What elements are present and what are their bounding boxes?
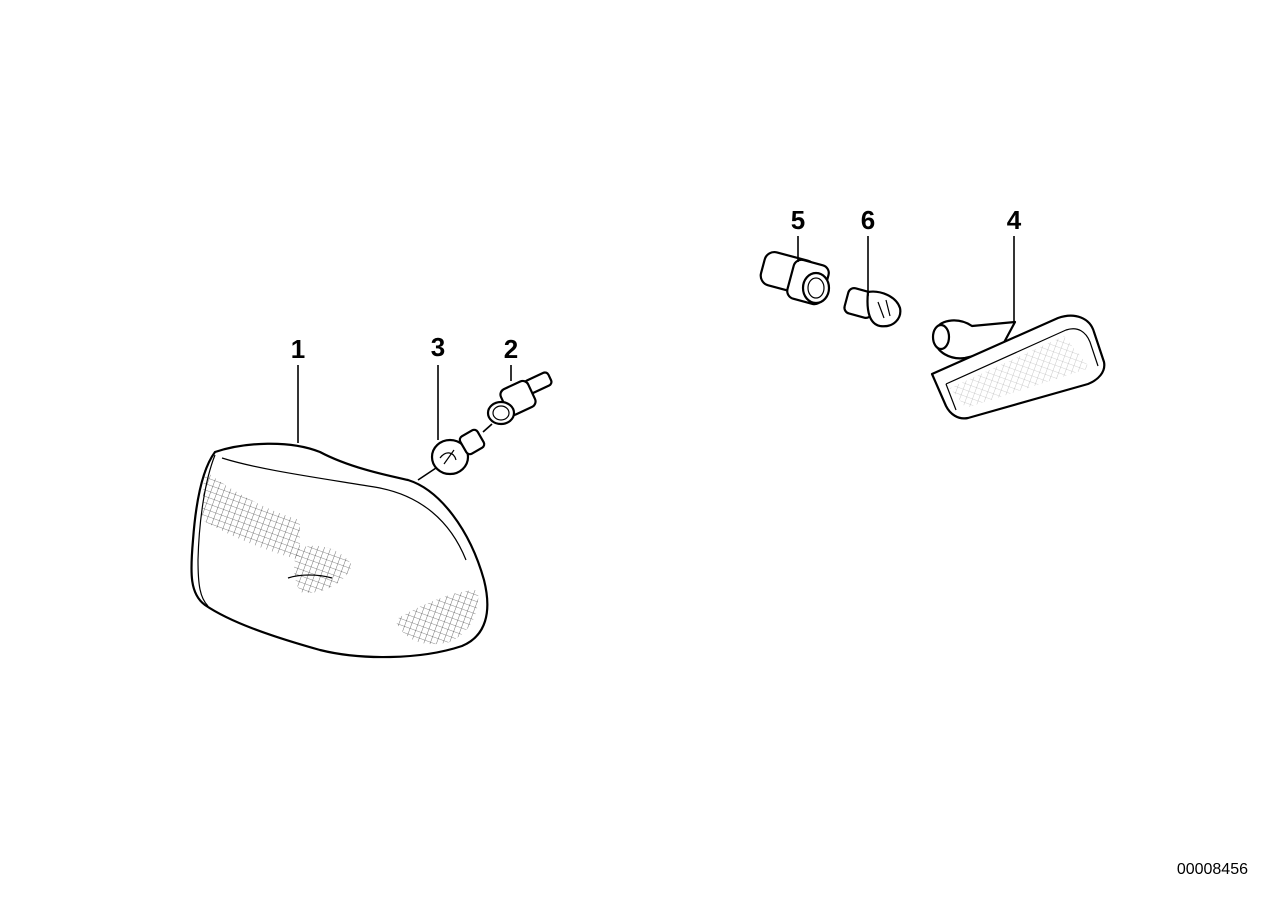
callout-1: 1 [291,334,305,364]
drawing-reference-number: 00008456 [1177,861,1248,878]
callout-4: 4 [1007,205,1022,235]
housing-shading-left [202,470,300,560]
callout-2: 2 [504,334,518,364]
marker-lens-shading [950,336,1090,408]
wedge-bulb-part-6 [843,287,902,328]
turn-indicator-housing [190,442,489,659]
housing-shading-right [395,590,479,645]
housing-shading-center [294,545,352,593]
bulb-part-3 [417,428,486,481]
bulb-socket-part-2 [482,371,553,433]
callout-3: 3 [431,332,445,362]
side-marker-part-4 [930,314,1106,420]
callout-5: 5 [791,205,805,235]
socket-part-5 [759,250,831,306]
callout-6: 6 [861,205,875,235]
